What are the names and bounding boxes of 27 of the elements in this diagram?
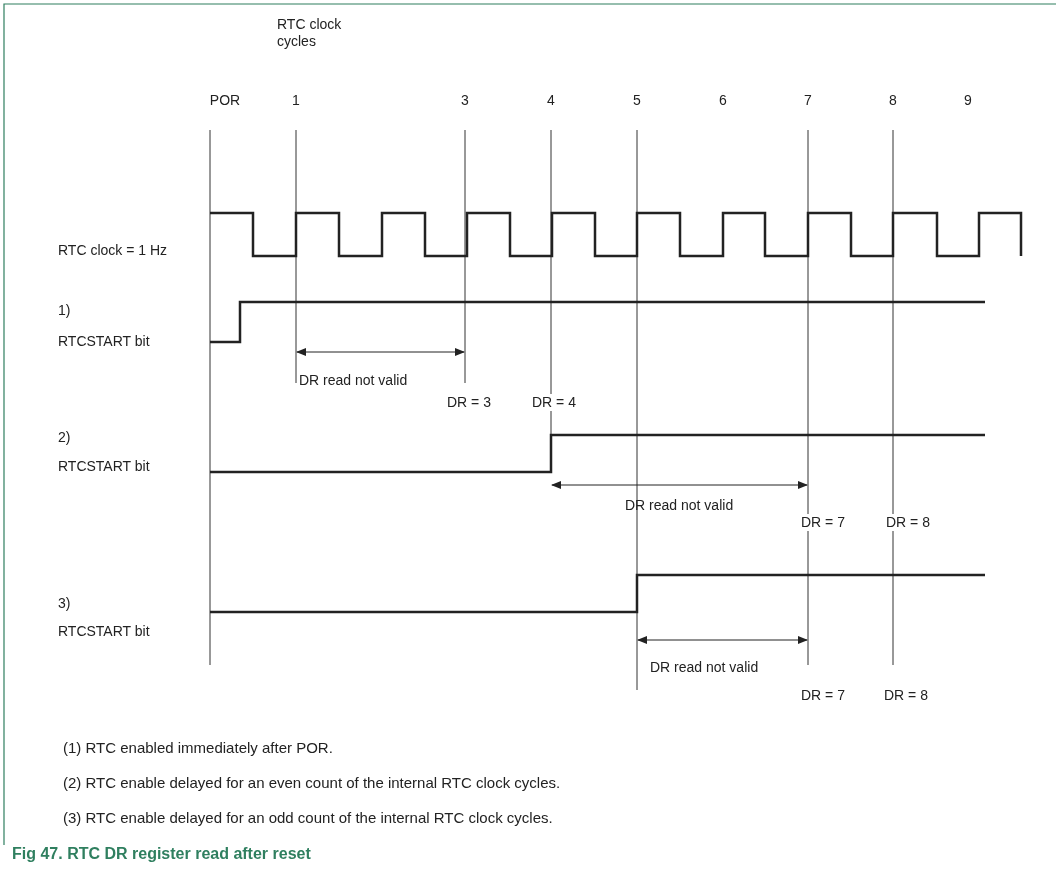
footnote: (3) RTC enable delayed for an odd count of the internal RTC clock cycles. <box>63 809 553 826</box>
tick-label: 5 <box>633 92 641 109</box>
value-label: DR = 8 <box>885 514 931 531</box>
value-label: DR = 4 <box>531 394 577 411</box>
case-number: 3) <box>58 595 71 612</box>
tick-label: 6 <box>719 92 727 109</box>
value-label: DR = 7 <box>800 514 846 531</box>
signal-name: RTCSTART bit <box>58 458 150 475</box>
axis-label: POR <box>209 92 241 109</box>
signal-name: RTCSTART bit <box>58 333 150 350</box>
tick-label: 3 <box>461 92 469 109</box>
figure-caption: Fig 47. RTC DR register read after reset <box>12 845 311 863</box>
case-number: 2) <box>58 429 71 446</box>
signal-name: RTC clock = 1 Hz <box>58 242 168 259</box>
case-number: 1) <box>58 302 71 319</box>
tick-label: 7 <box>804 92 812 109</box>
tick-label: 9 <box>964 92 972 109</box>
tick-label: 4 <box>547 92 555 109</box>
tick-label: 1 <box>292 92 300 109</box>
axis-title: RTC clock cycles <box>277 16 343 50</box>
span-label: DR read not valid <box>625 497 734 514</box>
footnote: (1) RTC enabled immediately after POR. <box>63 739 333 756</box>
tick-label: 8 <box>889 92 897 109</box>
footnote: (2) RTC enable delayed for an even count of the internal RTC clock cycles. <box>63 774 561 791</box>
signal-name: RTCSTART bit <box>58 623 150 640</box>
span-label: DR read not valid <box>650 659 759 676</box>
span-label: DR read not valid <box>299 372 408 389</box>
